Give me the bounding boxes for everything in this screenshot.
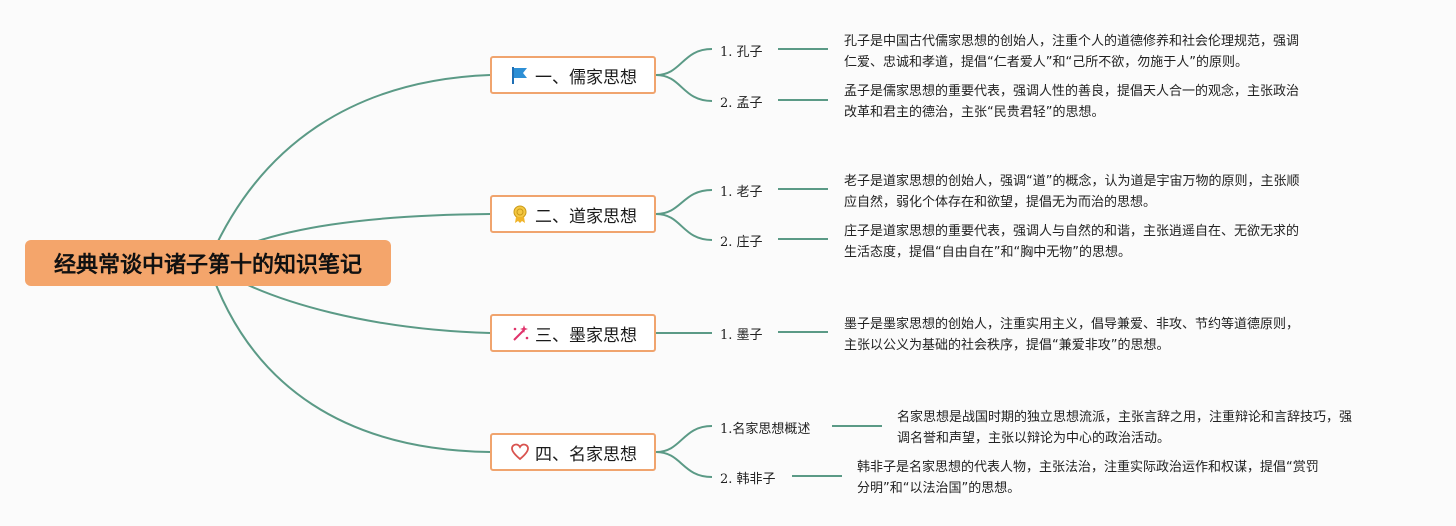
note-mozi: 墨子是墨家思想的创始人，注重实用主义，倡导兼爱、非攻、节约等道德原则， 主张以公… [844,314,1299,356]
note-mencius: 孟子是儒家思想的重要代表，强调人性的善良，提倡天人合一的观念，主张政治 改革和君… [844,81,1299,123]
note-line: 仁爱、忠诚和孝道，提倡“仁者爱人”和“己所不欲，勿施于人”的原则。 [844,55,1248,70]
note-line: 主张以公义为基础的社会秩序，提倡“兼爱非攻”的思想。 [844,338,1170,353]
note-line: 韩非子是名家思想的代表人物，主张法治，注重实际政治运作和权谋，提倡“赏罚 [857,460,1319,475]
branch-label: 一、儒家思想 [535,67,637,88]
note-line: 墨子是墨家思想的创始人，注重实用主义，倡导兼爱、非攻、节约等道德原则， [844,317,1300,332]
heart-icon [509,441,531,463]
sub-topic-confucius[interactable]: 1. 孔子 [720,45,763,60]
note-laozi: 老子是道家思想的创始人，强调“道”的概念，认为道是宇宙万物的原则，主张顺 应自然… [844,171,1299,213]
sub-topic-underline [792,475,842,477]
branch-1-child-2-connector [655,74,713,102]
magic-wand-icon [509,322,531,344]
branch-school-of-names[interactable]: 四、名家思想 [490,433,656,471]
sub-topic-underline [778,99,828,101]
note-line: 老子是道家思想的创始人，强调“道”的概念，认为道是宇宙万物的原则，主张顺 [844,174,1300,189]
branch-taoism[interactable]: 二、道家思想 [490,195,656,233]
branch-mohism[interactable]: 三、墨家思想 [490,314,656,352]
note-hanfeizi: 韩非子是名家思想的代表人物，主张法治，注重实际政治运作和权谋，提倡“赏罚 分明”… [857,457,1319,499]
note-school-of-names-overview: 名家思想是战国时期的独立思想流派，主张言辞之用，注重辩论和言辞技巧，强 调名誉和… [897,407,1352,449]
sub-topic-underline [778,331,828,333]
root-to-branch-4-connector [207,262,491,453]
branch-1-child-1-connector [655,48,713,76]
sub-topic-hanfeizi[interactable]: 2. 韩非子 [720,472,776,487]
sub-topic-underline [832,425,882,427]
note-line: 生活态度，提倡“自由自在”和“胸中无物”的思想。 [844,245,1131,260]
sub-topic-underline [778,188,828,190]
note-line: 庄子是道家思想的重要代表，强调人与自然的和谐，主张逍遥自在、无欲无求的 [844,224,1300,239]
flag-icon [509,64,531,86]
sub-topic-mencius[interactable]: 2. 孟子 [720,96,763,111]
note-line: 名家思想是战国时期的独立思想流派，主张言辞之用，注重辩论和言辞技巧，强 [897,410,1353,425]
note-confucius: 孔子是中国古代儒家思想的创始人，注重个人的道德修养和社会伦理规范，强调 仁爱、忠… [844,31,1299,73]
root-to-branch-1-connector [207,74,491,264]
branch-confucianism[interactable]: 一、儒家思想 [490,56,656,94]
sub-topic-zhuangzi[interactable]: 2. 庄子 [720,235,763,250]
note-line: 调名誉和声望，主张以辩论为中心的政治活动。 [897,431,1171,446]
note-line: 孟子是儒家思想的重要代表，强调人性的善良，提倡天人合一的观念，主张政治 [844,84,1300,99]
branch-label: 三、墨家思想 [535,325,637,346]
branch-4-child-1-connector [655,425,713,453]
branch-2-child-2-connector [655,213,713,241]
sub-topic-school-of-names-overview[interactable]: 1.名家思想概述 [720,422,811,437]
sub-topic-underline [778,48,828,50]
note-line: 孔子是中国古代儒家思想的创始人，注重个人的道德修养和社会伦理规范，强调 [844,34,1300,49]
sub-topic-laozi[interactable]: 1. 老子 [720,185,763,200]
sub-topic-underline [778,238,828,240]
branch-label: 二、道家思想 [535,206,637,227]
note-line: 应自然，弱化个体存在和欲望，提倡无为而治的思想。 [844,195,1157,210]
branch-2-child-1-connector [655,189,713,215]
branch-4-child-2-connector [655,451,713,478]
branch-label: 四、名家思想 [535,444,637,465]
sub-topic-mozi[interactable]: 1. 墨子 [720,328,763,343]
note-line: 分明”和“以法治国”的思想。 [857,481,1021,496]
central-topic[interactable]: 经典常谈中诸子第十的知识笔记 [25,240,391,286]
medal-icon [509,203,531,225]
note-line: 改革和君主的德治，主张“民贵君轻”的思想。 [844,105,1105,120]
note-zhuangzi: 庄子是道家思想的重要代表，强调人与自然的和谐，主张逍遥自在、无欲无求的 生活态度… [844,221,1299,263]
